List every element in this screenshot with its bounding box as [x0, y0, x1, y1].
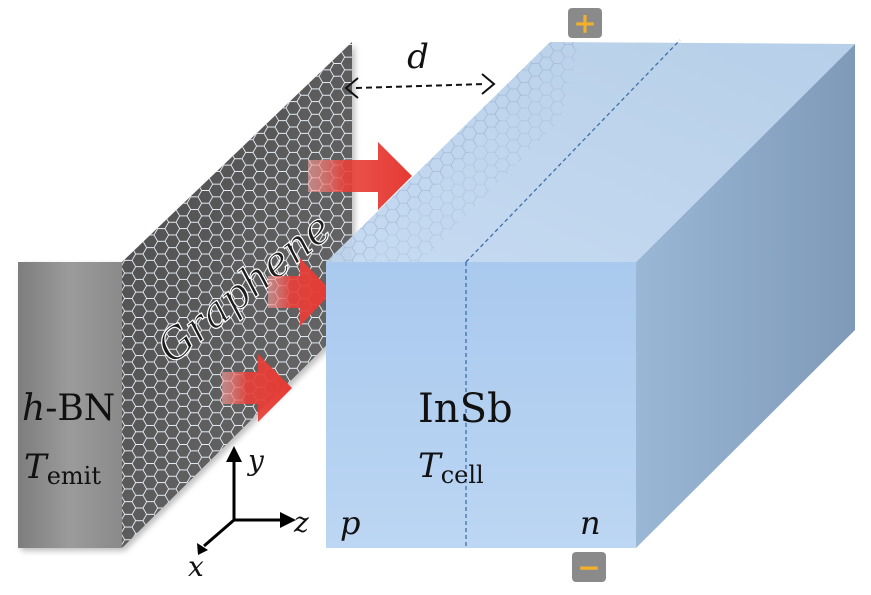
- graphene-reflection-2: [360, 42, 580, 262]
- graphene-reflection: [326, 42, 580, 262]
- radiation-arrow-top: [308, 142, 412, 210]
- z-axis-label: z: [293, 506, 309, 539]
- x-axis-arrowhead: [197, 543, 208, 555]
- p-region-label: p: [340, 504, 360, 542]
- positive-terminal: +: [568, 7, 602, 40]
- emitter-temp-symbol: T: [24, 447, 49, 487]
- cell-front-face: [326, 262, 636, 548]
- gap-label: d: [407, 37, 429, 77]
- negative-terminal-body: [572, 552, 606, 582]
- gap-arrow-left-head: [344, 77, 359, 99]
- positive-terminal-sign: +: [573, 7, 596, 40]
- y-axis-label: y: [246, 444, 265, 477]
- emitter-temp-subscript: emit: [47, 462, 102, 490]
- emitter-material-prefix: h: [22, 388, 45, 429]
- graphene-sheet: [122, 42, 352, 548]
- gap-arrow-right-head: [481, 73, 496, 95]
- emitter-material-suffix: -BN: [45, 388, 115, 429]
- x-axis-label: x: [188, 550, 204, 583]
- cell-temp-subscript: cell: [441, 461, 484, 489]
- radiation-arrows: [222, 142, 412, 422]
- cell-temperature-label: Tcell: [418, 446, 484, 489]
- gap-indicator: d: [344, 37, 496, 99]
- cell-temp-symbol: T: [418, 446, 443, 486]
- n-region-label: n: [580, 504, 601, 542]
- positive-terminal-body: [568, 8, 602, 38]
- pn-junction-top: [465, 39, 681, 263]
- cell-material-label: InSb: [418, 386, 513, 432]
- radiation-arrow-bottom: [222, 354, 292, 422]
- negative-terminal-sign: −: [577, 551, 600, 584]
- emitter-temperature-label: Temit: [24, 447, 101, 490]
- emitter-front-face: [18, 262, 122, 548]
- z-axis-arrowhead: [280, 512, 296, 528]
- emitter-material-label: h-BN: [22, 388, 115, 429]
- emitter-block: [18, 42, 352, 548]
- y-axis-arrowhead: [226, 446, 242, 462]
- x-axis-line: [203, 518, 235, 548]
- negative-terminal: −: [572, 551, 606, 584]
- gap-arrow-line: [355, 83, 485, 89]
- coordinate-axes: y z x: [188, 444, 309, 583]
- cell-block: [326, 39, 855, 548]
- cell-right-face: [636, 44, 855, 548]
- radiation-arrow-middle: [268, 258, 332, 326]
